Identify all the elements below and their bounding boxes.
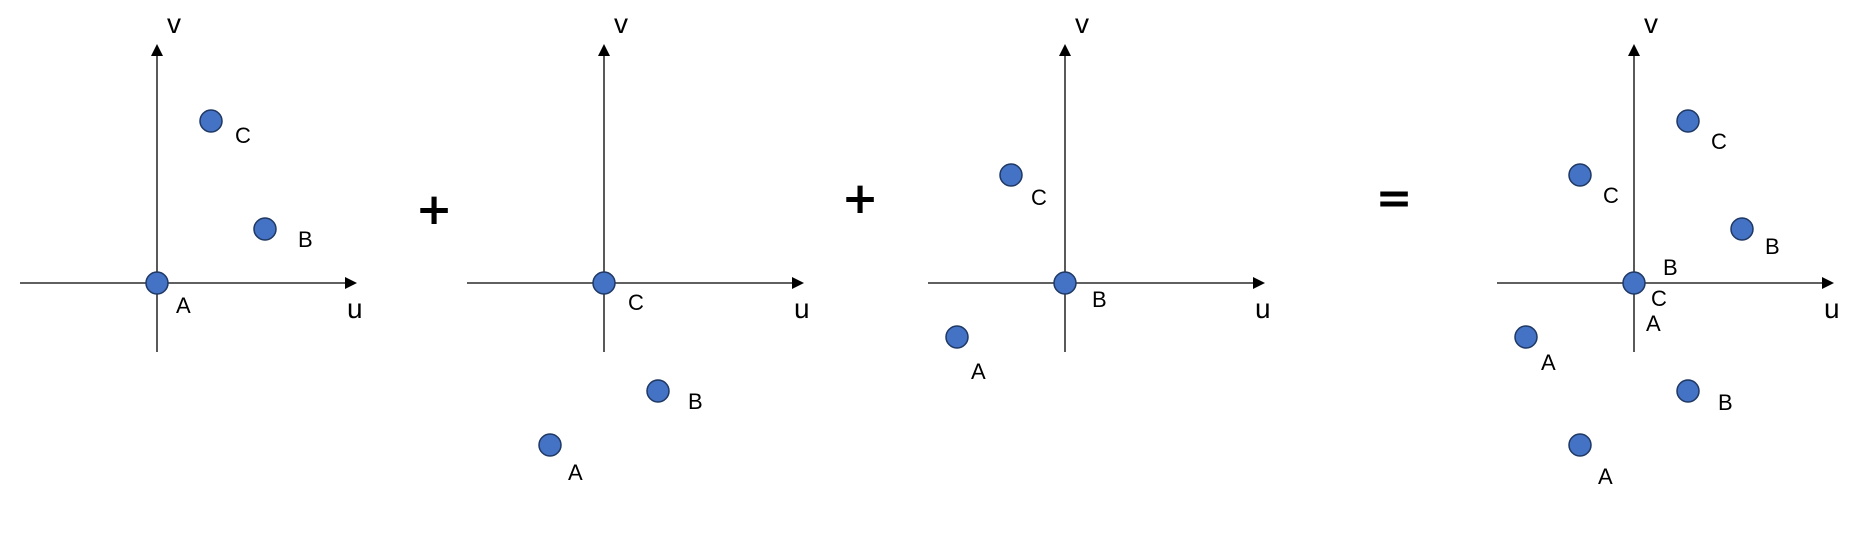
- u-axis-arrow-icon: [345, 277, 357, 289]
- point-label-c: C: [628, 290, 644, 315]
- point-b: [646, 379, 670, 403]
- v-axis-arrow-icon: [1059, 44, 1071, 56]
- u-axis-arrow-icon: [792, 277, 804, 289]
- point-label-b: B: [688, 389, 703, 414]
- point-label-c: C: [1711, 129, 1727, 154]
- point-b: [253, 217, 277, 241]
- point-label-a: A: [176, 293, 191, 318]
- point-label-a: A: [568, 460, 583, 485]
- u-axis-label: u: [794, 293, 810, 324]
- point-label-a: A: [1646, 311, 1661, 336]
- v-axis-label: v: [167, 8, 181, 39]
- point-c: [999, 163, 1023, 187]
- point-label-b: B: [1765, 234, 1780, 259]
- point-c: [1676, 109, 1700, 133]
- point-label-b: B: [1718, 390, 1733, 415]
- point-a: [1568, 433, 1592, 457]
- point-label-b: B: [298, 227, 313, 252]
- u-axis-arrow-icon: [1253, 277, 1265, 289]
- point-b: [1730, 217, 1754, 241]
- point-c: [1568, 163, 1592, 187]
- point-b: [1053, 271, 1077, 295]
- point-label-c: C: [1651, 286, 1667, 311]
- point-a: [945, 325, 969, 349]
- u-axis-label: u: [1824, 293, 1840, 324]
- point-c: [199, 109, 223, 133]
- panel-3: u vB C A: [928, 8, 1271, 384]
- point-b: [1622, 271, 1646, 295]
- plus-sign: +: [416, 184, 453, 235]
- point-label-c: C: [1031, 185, 1047, 210]
- point-a: [538, 433, 562, 457]
- panel-2: u vC B A: [467, 8, 810, 485]
- equals-sign: =: [1376, 173, 1413, 224]
- point-label-a: A: [1598, 464, 1613, 489]
- point-label-c: C: [235, 123, 251, 148]
- point-label-a: A: [1541, 350, 1556, 375]
- point-label-a: A: [971, 359, 986, 384]
- u-axis-label: u: [1255, 293, 1271, 324]
- v-axis-arrow-icon: [598, 44, 610, 56]
- point-label-b: B: [1092, 287, 1107, 312]
- point-a: [1514, 325, 1538, 349]
- point-label-c: C: [1603, 183, 1619, 208]
- point-c: [592, 271, 616, 295]
- point-b: [1676, 379, 1700, 403]
- u-axis-label: u: [347, 293, 363, 324]
- v-axis-label: v: [1644, 8, 1658, 39]
- v-axis-arrow-icon: [151, 44, 163, 56]
- v-axis-label: v: [614, 8, 628, 39]
- v-axis-arrow-icon: [1628, 44, 1640, 56]
- point-label-b: B: [1663, 255, 1678, 280]
- v-axis-label: v: [1075, 8, 1089, 39]
- plus-sign: +: [842, 173, 879, 224]
- panel-1: u vA B C: [20, 8, 363, 352]
- u-axis-arrow-icon: [1822, 277, 1834, 289]
- point-a: [145, 271, 169, 295]
